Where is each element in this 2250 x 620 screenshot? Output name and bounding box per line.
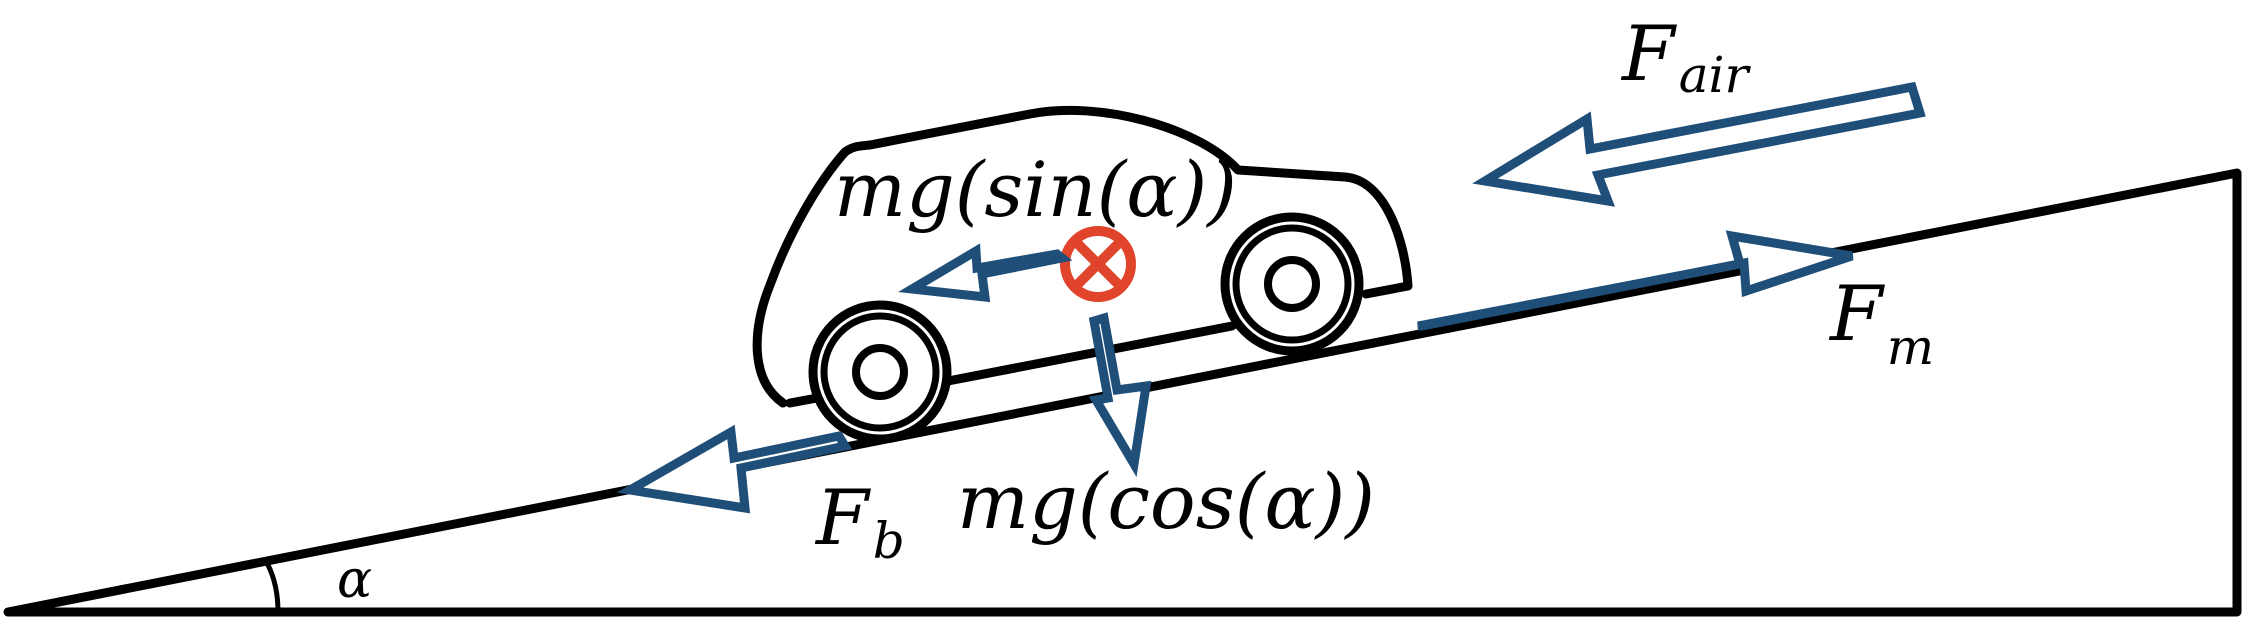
label-f-b-main: F <box>814 473 871 562</box>
center-of-mass-icon <box>1060 226 1136 302</box>
label-f-m-main: F <box>1828 269 1885 358</box>
angle-marker: α <box>265 550 372 615</box>
car <box>752 105 1413 444</box>
arrow-mg-cos-final <box>1088 312 1152 478</box>
label-mg-cos: mg(cos(α)) <box>957 457 1375 546</box>
label-f-air-sub: air <box>1679 46 1752 104</box>
angle-label: α <box>337 550 372 610</box>
label-f-air: Fair <box>1620 9 1752 104</box>
label-f-b-sub: b <box>873 512 905 570</box>
force-labels: Fair Fm Fb mg(sin(α)) mg(cos(α)) <box>814 9 1934 570</box>
label-f-air-main: F <box>1620 9 1677 98</box>
car-body <box>752 105 1413 408</box>
label-f-m: Fm <box>1828 269 1934 376</box>
label-f-m-sub: m <box>1887 318 1934 376</box>
front-wheel <box>1220 212 1364 356</box>
arrow-f-m <box>1417 230 1854 331</box>
force-arrows <box>616 81 1926 514</box>
label-f-b: Fb <box>814 473 905 570</box>
rear-wheel <box>808 300 952 444</box>
label-mg-sin: mg(sin(α)) <box>834 145 1237 234</box>
arrow-mg-sin <box>898 243 1073 303</box>
arrow-f-b <box>616 424 853 514</box>
arrow-f-air <box>1472 81 1926 207</box>
